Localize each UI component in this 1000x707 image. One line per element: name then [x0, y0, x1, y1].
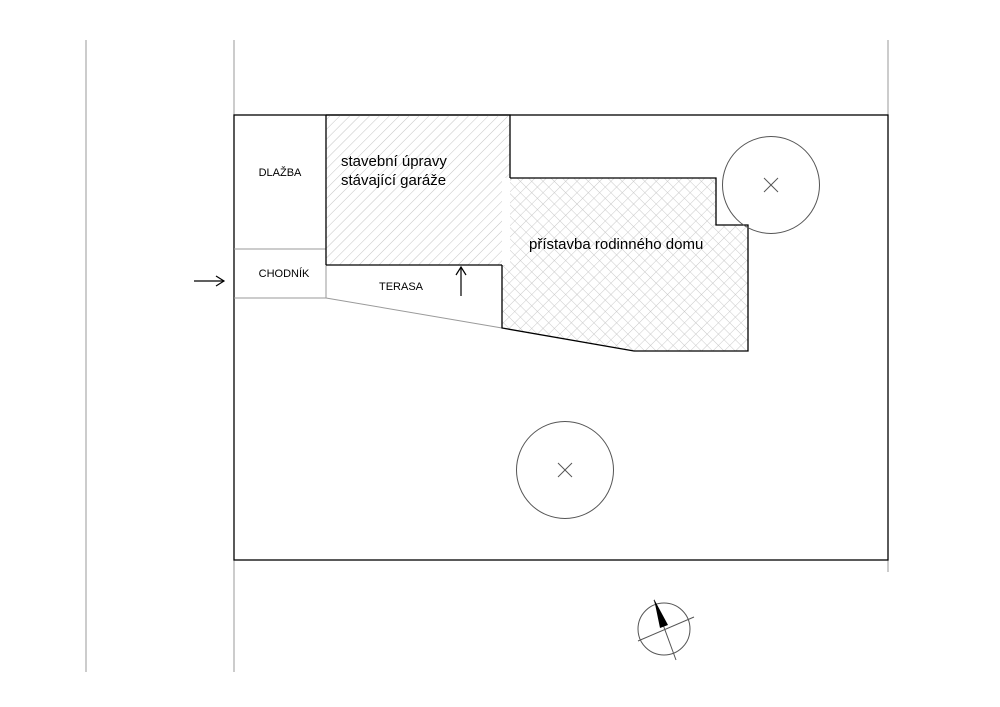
house-extension-area — [502, 178, 748, 351]
tree-symbol-icon — [516, 421, 614, 519]
plot-boundary — [233, 114, 889, 561]
terrace-diagonal-edge — [325, 297, 503, 329]
north-arrow-icon — [637, 599, 695, 661]
arrow-right-icon — [194, 275, 226, 287]
label-garage-line2: stávající garáže — [341, 172, 446, 189]
arrow-up-icon — [455, 265, 467, 296]
label-house-extension: přístavba rodinného domu — [529, 236, 703, 253]
label-chodnik: CHODNÍK — [259, 267, 310, 280]
tree-symbol-icon — [722, 136, 820, 234]
garage-area — [326, 115, 510, 265]
house-extension-outline — [501, 177, 749, 352]
label-garage-line1: stavební úpravy — [341, 153, 447, 170]
garage-outline — [326, 114, 511, 178]
label-terasa: TERASA — [379, 281, 424, 293]
label-dlazba: DLAŽBA — [259, 166, 302, 179]
